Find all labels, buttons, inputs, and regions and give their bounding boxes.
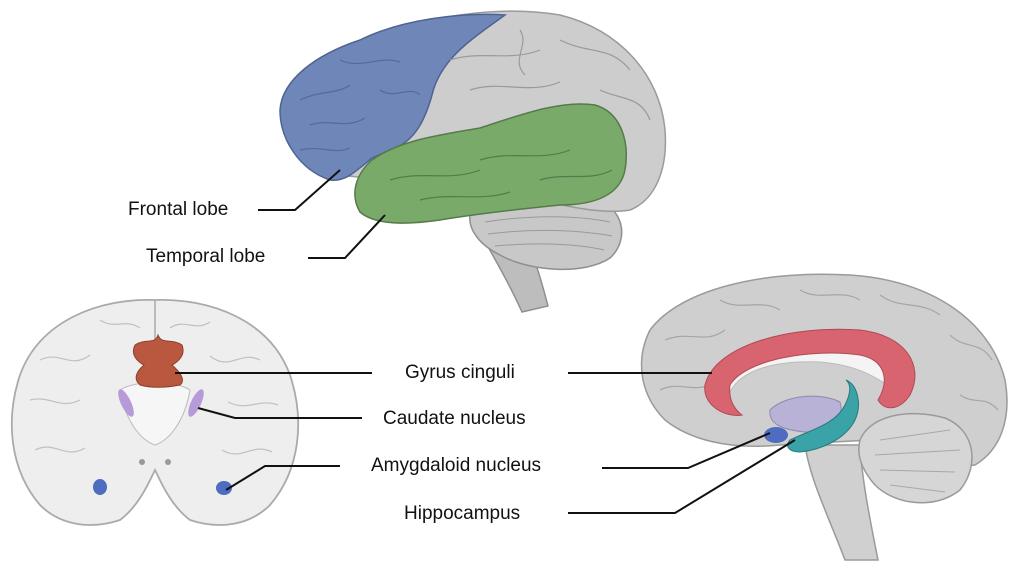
frontal-lobe-label: Frontal lobe [128,199,229,220]
amygdaloid-nucleus-label: Amygdaloid nucleus [371,455,542,476]
sagittal-brain-section [640,273,1008,561]
caudate-nucleus-leader [197,407,362,419]
temporal-lobe-label: Temporal lobe [146,246,266,267]
gyrus-cinguli-region [704,328,916,416]
sagittal-brainstem [804,444,879,561]
frontal-lobe-leader [258,169,341,211]
amygdaloid-nucleus-leader-left [225,465,340,491]
hippocampus-leader [568,439,796,514]
lateral-brain-view [279,10,667,313]
amygdaloid-nucleus-leader-right [602,432,771,469]
leader-lines [175,169,796,514]
temporal-lobe-leader [308,214,386,259]
sagittal-cerebellum [858,412,973,504]
gyrus-cinguli-label: Gyrus cinguli [405,362,515,383]
caudate-nucleus-label: Caudate nucleus [383,408,526,429]
amygdala-left [93,479,107,495]
caudate-nucleus-right [188,389,204,417]
hippocampus-region [787,379,859,453]
lateral-ventricle [132,333,184,388]
hippocampus-label: Hippocampus [404,503,521,524]
amygdala-sagittal [764,427,788,443]
amygdala-right [216,481,232,495]
caudate-nucleus-left [118,389,134,417]
coronal-brain-section [10,299,300,526]
